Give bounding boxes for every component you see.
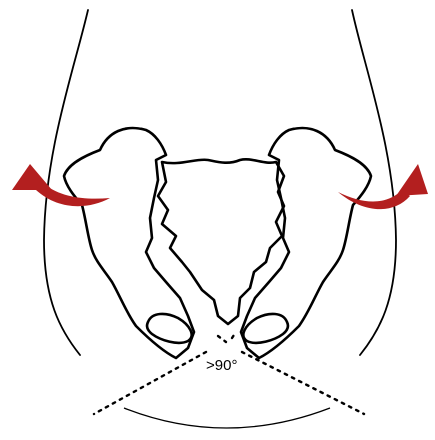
angle-label: >90° (206, 357, 237, 374)
right-angle-line (242, 352, 364, 414)
right-body-contour (352, 10, 396, 355)
left-obturator-foramen (147, 314, 192, 343)
pubic-arch-mark (218, 332, 236, 342)
right-rotation-arrow (338, 164, 428, 209)
left-rotation-arrow (12, 164, 110, 206)
left-angle-line (94, 352, 206, 414)
right-obturator-foramen (243, 314, 288, 343)
sacrum (158, 159, 284, 324)
angle-arc (124, 408, 330, 428)
